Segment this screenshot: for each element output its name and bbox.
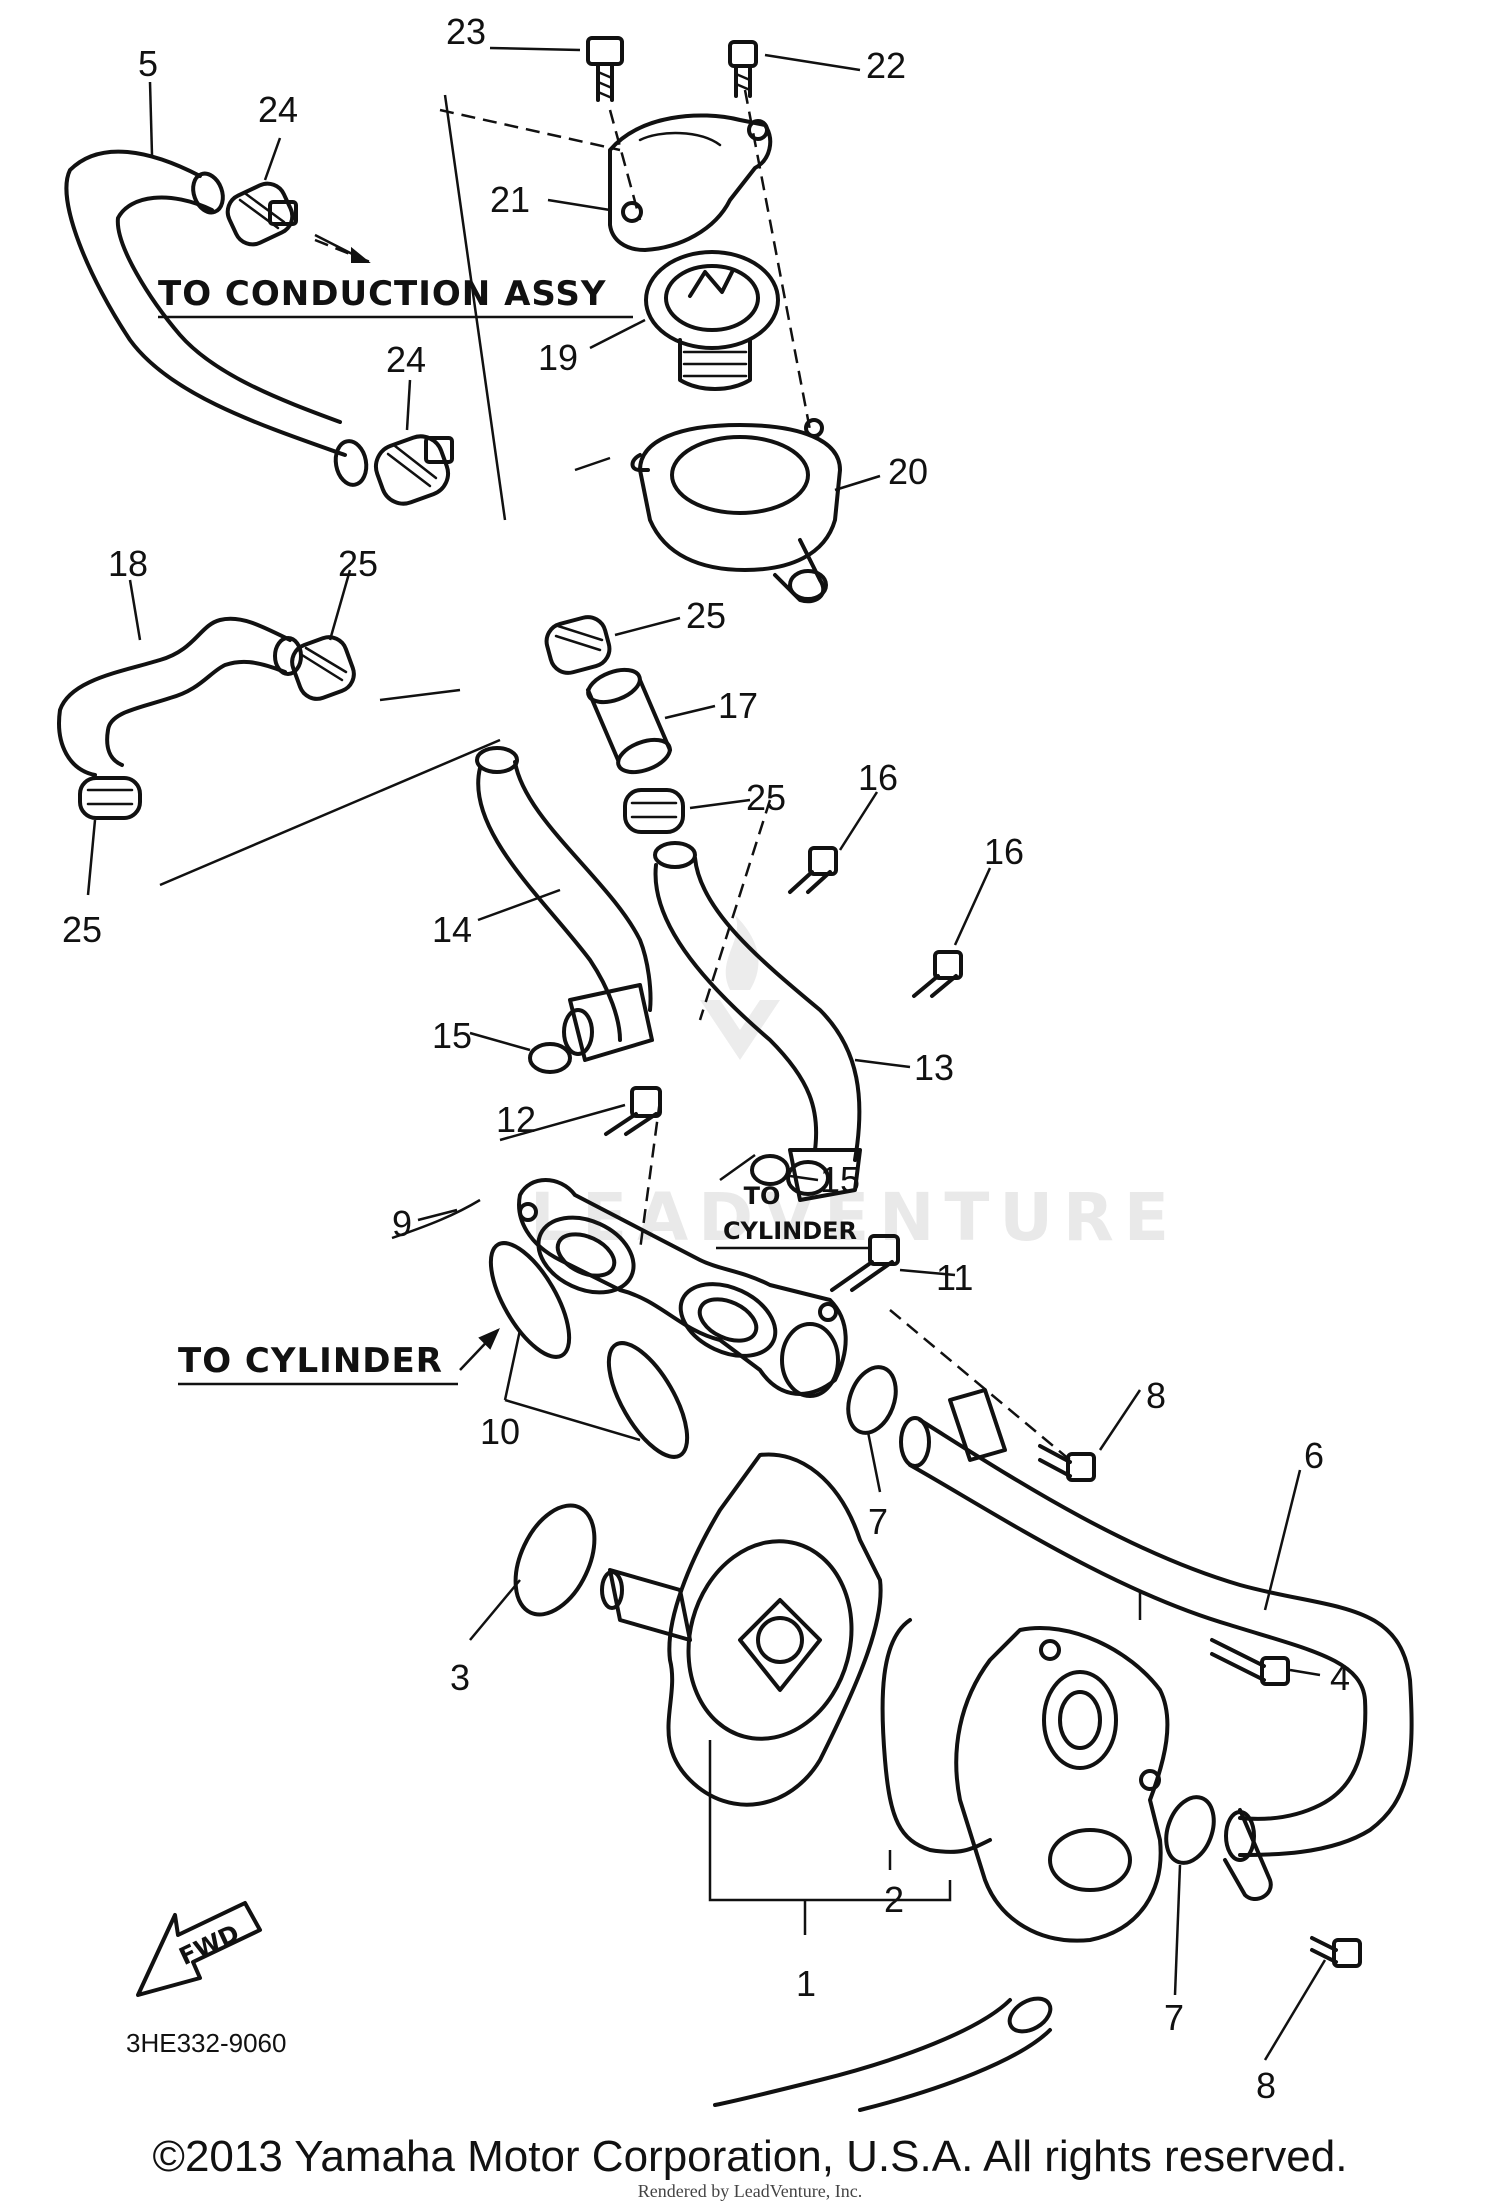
callout-24-lower: 24 <box>386 339 426 380</box>
callout-21: 21 <box>490 179 530 220</box>
gasket-10-left <box>488 1241 572 1359</box>
water-pump-cover <box>954 1626 1170 1943</box>
annotation-to-conduction-assy: TO CONDUCTION ASSY <box>158 233 633 319</box>
to-cylinder-main-label: TO CYLINDER <box>178 1341 443 1381</box>
to-conduction-assy-label: TO CONDUCTION ASSY <box>158 274 606 314</box>
callout-1: 1 <box>796 1963 816 2004</box>
callout-14: 14 <box>432 909 472 950</box>
pipe-13 <box>653 841 862 1202</box>
to-cylinder-small-line1: TO <box>744 1182 781 1210</box>
callout-23: 23 <box>446 11 486 52</box>
hose-clamp-25-a <box>290 635 356 701</box>
callout-7-upper: 7 <box>868 1501 888 1542</box>
thermostat-housing-20 <box>630 418 842 604</box>
bolt-8-upper <box>1038 1444 1096 1482</box>
callout-16-upper: 16 <box>858 757 898 798</box>
hose-17 <box>586 667 672 775</box>
callout-17: 17 <box>718 685 758 726</box>
callout-18: 18 <box>108 543 148 584</box>
hose-5 <box>64 149 369 487</box>
copyright-notice: ©2013 Yamaha Motor Corporation, U.S.A. A… <box>152 2132 1348 2181</box>
thermostat-cover-21 <box>608 113 773 252</box>
water-pump-housing <box>600 1452 883 1807</box>
callout-25-d: 25 <box>746 777 786 818</box>
callout-16-lower: 16 <box>984 831 1024 872</box>
bolt-16-lower <box>912 950 963 998</box>
callouts: 5 24 23 22 21 19 24 20 18 25 25 17 25 16… <box>62 11 1350 2106</box>
outlet-hose-stub <box>713 1996 1053 2112</box>
callout-9: 9 <box>392 1203 412 1244</box>
callout-4: 4 <box>1330 1657 1350 1698</box>
annotation-to-cylinder-main: TO CYLINDER <box>178 1328 500 1386</box>
bolt-8-lower <box>1310 1936 1362 1968</box>
callout-25-b: 25 <box>62 909 102 950</box>
callout-8-upper: 8 <box>1146 1375 1166 1416</box>
pump-cover-gasket-2 <box>880 1618 992 1854</box>
bolt-12 <box>604 1086 662 1136</box>
callout-15-right: 15 <box>820 1159 860 1200</box>
callout-22: 22 <box>866 45 906 86</box>
bolt-11 <box>830 1234 900 1292</box>
o-ring-7-upper <box>846 1365 898 1435</box>
o-ring-15-right <box>750 1154 790 1186</box>
manifold-9 <box>517 1178 848 1398</box>
callout-20: 20 <box>888 451 928 492</box>
callout-13: 13 <box>914 1047 954 1088</box>
callout-6: 6 <box>1304 1435 1324 1476</box>
bolt-16-upper <box>788 846 838 894</box>
hose-clamp-24-lower <box>373 434 454 506</box>
watermark: LEADVENTURE <box>530 915 1169 1256</box>
pipe-14 <box>475 746 654 1062</box>
to-cylinder-small-line2: CYLINDER <box>723 1217 857 1245</box>
bolt-4 <box>1210 1638 1290 1686</box>
hose-clamp-25-c <box>544 615 612 675</box>
callout-12: 12 <box>496 1099 536 1140</box>
hose-18 <box>57 616 303 777</box>
hose-clamp-25-d <box>623 788 685 834</box>
bolt-22 <box>728 40 758 98</box>
bolt-23 <box>586 36 624 102</box>
render-credit: Rendered by LeadVenture, Inc. <box>637 2181 863 2201</box>
fwd-arrow: FWD <box>136 1901 262 1997</box>
callout-19: 19 <box>538 337 578 378</box>
callout-2: 2 <box>884 1879 904 1920</box>
callout-7-lower: 7 <box>1164 1997 1184 2038</box>
callout-8-lower: 8 <box>1256 2065 1276 2106</box>
diagram-code: 3HE332-9060 <box>126 2028 286 2058</box>
callout-10: 10 <box>480 1411 520 1452</box>
callout-3: 3 <box>450 1657 470 1698</box>
callout-15-left: 15 <box>432 1015 472 1056</box>
thermostat-19 <box>644 250 780 391</box>
hose-clamp-25-b <box>78 776 142 820</box>
callout-25-a: 25 <box>338 543 378 584</box>
callout-25-c: 25 <box>686 595 726 636</box>
hose-clamp-24-upper <box>225 181 298 247</box>
pipe-6 <box>899 1388 1414 1901</box>
o-ring-7-lower <box>1164 1795 1216 1865</box>
fwd-label: FWD <box>175 1919 244 1971</box>
callout-11: 11 <box>936 1257 973 1298</box>
o-ring-15-left <box>528 1042 572 1074</box>
callout-5: 5 <box>138 43 158 84</box>
callout-24-upper: 24 <box>258 89 298 130</box>
gasket-10-right <box>606 1341 690 1459</box>
annotation-to-cylinder-small: TO CYLINDER <box>716 1153 868 1250</box>
o-ring-3 <box>513 1503 597 1617</box>
